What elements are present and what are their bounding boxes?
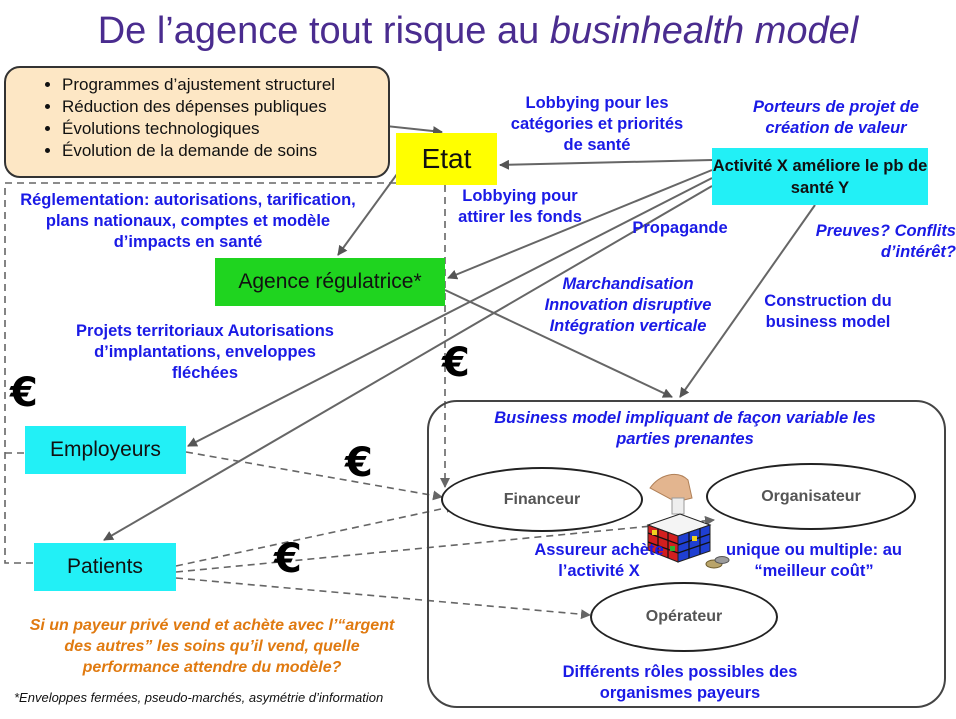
label-porteurs: Porteurs de projet de création de valeur [753,98,919,137]
label-roles: Différents rôles possibles des organisme… [562,663,798,702]
bullet-item: Évolutions technologiques [62,118,378,140]
dashed-patients-organisateur [175,515,715,573]
bullet-item: Évolution de la demande de soins [62,140,378,162]
arrow-activite-agence [447,169,713,280]
dashed-employeurs-financeur [185,451,443,501]
label-assureur: Assureur achète l’activité X [534,541,664,580]
node-agence-regulatrice: Agence régulatrice* [215,258,445,306]
question-text: Si un payeur privé vend et achète avec l… [29,617,395,676]
arrow-agence-bigbox [444,289,673,398]
node-activite: Activité X améliore le pb de santé Y [712,148,928,205]
dashed-patients-financeur [175,503,456,567]
bullet-item: Réduction des dépenses publiques [62,96,378,118]
node-financeur: Financeur [441,467,643,532]
label-unique-multiple: unique ou multiple: au “meilleur coût” [726,541,902,580]
rubiks-cube-icon [646,473,730,569]
business-model-box [427,400,946,708]
label-propagande: Propagande [632,219,728,237]
dashed-loop [4,182,396,564]
label-reglementation: Réglementation: autorisations, tarificat… [20,191,356,251]
node-etat: Etat [396,133,497,185]
arrow-activite-employeurs [187,177,713,447]
title-italic: businhealth model [549,10,859,52]
node-patients: Patients [34,543,176,591]
euro-icon: € [274,536,302,582]
node-organisateur: Organisateur [706,463,916,530]
arrow-activite-etat [499,159,713,170]
label-construction: Construction du business model [764,292,892,331]
arrow-etat-agence [337,169,401,256]
label-business-model: Business model impliquant de façon varia… [494,409,876,448]
label-preuves: Preuves? Conflits d’intérêt? [815,222,956,261]
label-lobbying-categories: Lobbying pour les catégories et priorité… [510,94,684,154]
label-marchandisation: Marchandisation Innovation disruptive In… [544,275,712,335]
euro-icon: € [345,440,373,486]
euro-icon: € [442,340,470,386]
label-projets: Projets territoriaux Autorisations d’imp… [76,322,334,382]
footnote: *Enveloppes fermées, pseudo-marchés, asy… [14,690,384,705]
label-lobbying-fonds: Lobbying pour attirer les fonds [458,187,582,226]
context-bullets: Programmes d’ajustement structurel Réduc… [4,66,390,178]
euro-icon: € [10,370,38,416]
node-operateur: Opérateur [590,582,778,652]
dashed-patients-operateur [175,577,591,620]
bullet-item: Programmes d’ajustement structurel [62,74,378,96]
arrow-activite-bigbox [679,204,816,398]
title-prefix: De l’agence tout risque au [97,10,550,52]
page-title: De l’agence tout risque au businhealth m… [0,10,956,53]
arrow-activite-patients [103,185,713,541]
node-employeurs: Employeurs [25,426,186,474]
